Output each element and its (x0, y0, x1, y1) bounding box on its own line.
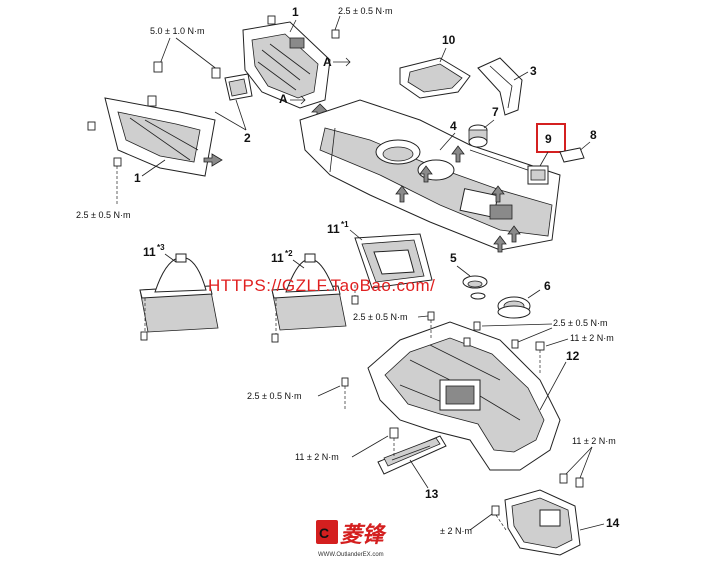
label-part-11-2-sup: *2 (285, 249, 293, 258)
bolt-icon (331, 29, 340, 39)
label-part-3: 3 (530, 64, 537, 78)
torque-mid-left: 2.5 ± 0.5 N·m (247, 391, 301, 401)
watermark-text: HTTPS://GZLF.TaoBao.com/ (208, 276, 435, 295)
side-rail-part: 13 2.5 ± 0.5 N·m 11 ± 2 N·m (247, 377, 447, 501)
shift-boot-part-3: 11 *3 (139, 243, 219, 341)
label-part-11-1-sup: *1 (341, 220, 349, 229)
bolt-icon (271, 333, 279, 343)
torque-lower-left: 11 ± 2 N·m (295, 452, 339, 462)
logo-text: 菱锋 (340, 522, 387, 547)
label-part-7: 7 (492, 105, 499, 119)
rear-mount-part: 14 11 ± 2 N·m ± 2 N·m (440, 436, 620, 556)
console-bracket-part: 12 (367, 311, 580, 471)
torque-right-2: 11 ± 2 N·m (570, 333, 614, 343)
arrow-icon (491, 185, 505, 203)
torque-top: 2.5 ± 0.5 N·m (338, 6, 392, 16)
torque-left-bottom: 2.5 ± 0.5 N·m (76, 210, 130, 220)
bolt-icon (389, 427, 399, 439)
shift-boot-part-2: 11 *2 (271, 249, 347, 343)
bolt-icon (463, 337, 471, 347)
label-part-11-3: 11 (143, 245, 156, 259)
bolt-icon (147, 95, 157, 107)
torque-center: 2.5 ± 0.5 N·m (353, 312, 407, 322)
bolt-icon (559, 473, 568, 484)
arrow-icon (507, 225, 521, 243)
logo-url: WWW.OutlanderEX.com (318, 552, 384, 558)
torque-lower-right: 11 ± 2 N·m (572, 436, 616, 446)
label-part-1-top: 1 (292, 5, 299, 19)
trim-part: 3 (477, 57, 537, 116)
label-part-6: 6 (544, 279, 551, 293)
label-part-4: 4 (450, 119, 457, 133)
label-part-14: 14 (606, 516, 620, 530)
brand-logo: C 菱锋 WWW.OutlanderEX.com (316, 520, 387, 558)
socket-part: 7 (468, 105, 499, 148)
bolt-icon (535, 341, 545, 351)
left-bracket-part: 5.0 ± 1.0 N·m 2 1 2.5 ± 0.5 N·m (76, 26, 253, 220)
torque-left-top: 5.0 ± 1.0 N·m (150, 26, 204, 36)
svg-text:C: C (319, 525, 329, 541)
arrow-icon (451, 145, 465, 163)
view-marker-a1: A (323, 55, 332, 69)
floor-console-part: 4 (299, 99, 561, 253)
torque-bottom: ± 2 N·m (440, 526, 472, 536)
bolt-icon (491, 505, 500, 516)
label-part-13: 13 (425, 487, 439, 501)
label-part-5: 5 (450, 251, 457, 265)
highlight-box (536, 123, 566, 153)
view-marker-a2: A (279, 92, 288, 106)
label-part-11-3-sup: *3 (157, 243, 165, 252)
bolt-icon (153, 61, 163, 73)
label-part-8: 8 (590, 128, 597, 142)
switch-part: 9 8 (527, 123, 597, 185)
bolt-icon (341, 377, 349, 387)
bolt-icon (511, 339, 519, 349)
switch-5-part: 5 (450, 251, 488, 300)
bolt-icon (87, 121, 96, 131)
label-part-12: 12 (566, 349, 580, 363)
label-part-10: 10 (442, 33, 456, 47)
bolt-icon (211, 67, 221, 79)
bolt-icon (473, 321, 481, 331)
speaker-6-part: 6 (497, 279, 551, 319)
label-part-11-2: 11 (271, 251, 284, 265)
bolt-icon (351, 295, 359, 305)
bolt-icon (575, 477, 584, 488)
shift-bezel-part: 11 *1 (327, 220, 433, 305)
torque-right-1: 2.5 ± 0.5 N·m (553, 318, 607, 328)
label-part-1-left: 1 (134, 171, 141, 185)
arrow-icon (203, 153, 223, 167)
arrow-icon (395, 185, 409, 203)
arrow-icon (419, 165, 433, 183)
bolt-icon (427, 311, 435, 321)
upper-bracket-part: 1 2.5 ± 0.5 N·m A A (242, 5, 392, 121)
label-part-2: 2 (244, 131, 251, 145)
bolt-icon (140, 331, 148, 341)
bolt-icon (267, 15, 276, 25)
label-part-9: 9 (545, 132, 552, 146)
label-part-11-1: 11 (327, 222, 340, 236)
bolt-icon (113, 157, 122, 167)
tray-part: 10 (399, 33, 471, 99)
arrow-icon (493, 235, 507, 253)
